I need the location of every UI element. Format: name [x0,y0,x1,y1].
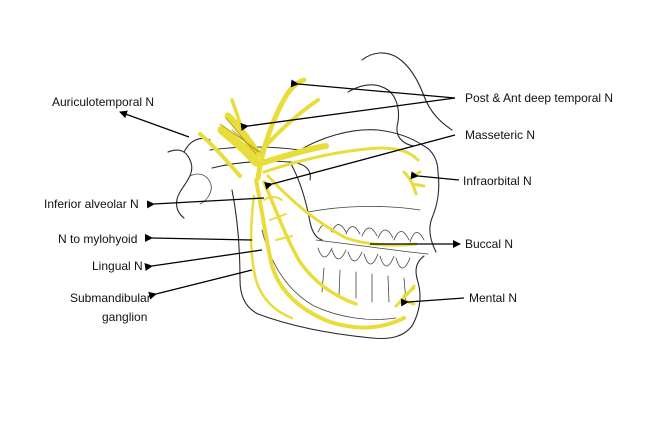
arrow-inferior-alveolar [146,197,265,209]
labels: Auriculotemporal N Post & Ant deep tempo… [44,91,613,324]
label-infraorbital: Infraorbital N [463,174,532,188]
label-buccal: Buccal N [465,237,513,251]
label-auriculotemporal: Auriculotemporal N [52,95,154,109]
arrow-deep-temporal-1 [290,79,456,99]
arrow-auriculotemporal [119,110,190,138]
arrow-infraorbital [410,171,460,181]
arrow-submandibular [148,269,253,300]
lower-teeth [317,247,411,303]
skull-outline [167,52,453,340]
label-n-to-mylohyoid: N to mylohyoid [58,232,137,246]
label-mental: Mental N [469,291,517,305]
arrow-lingual [144,249,263,271]
arrow-deep-temporal-2 [240,97,456,131]
label-lingual: Lingual N [92,259,143,273]
label-inferior-alveolar: Inferior alveolar N [44,197,139,211]
arrow-masseteric [264,134,456,190]
arrow-mylohyoid [144,233,253,242]
label-masseteric: Masseteric N [465,128,535,142]
nerve-paths [198,77,426,330]
label-submandibular: Submandibular [70,291,151,305]
label-submandibular-ganglion: ganglion [102,310,147,324]
label-arrows [119,79,465,307]
arrow-mental [400,297,465,307]
label-post-ant-deep-temporal: Post & Ant deep temporal N [465,91,613,105]
